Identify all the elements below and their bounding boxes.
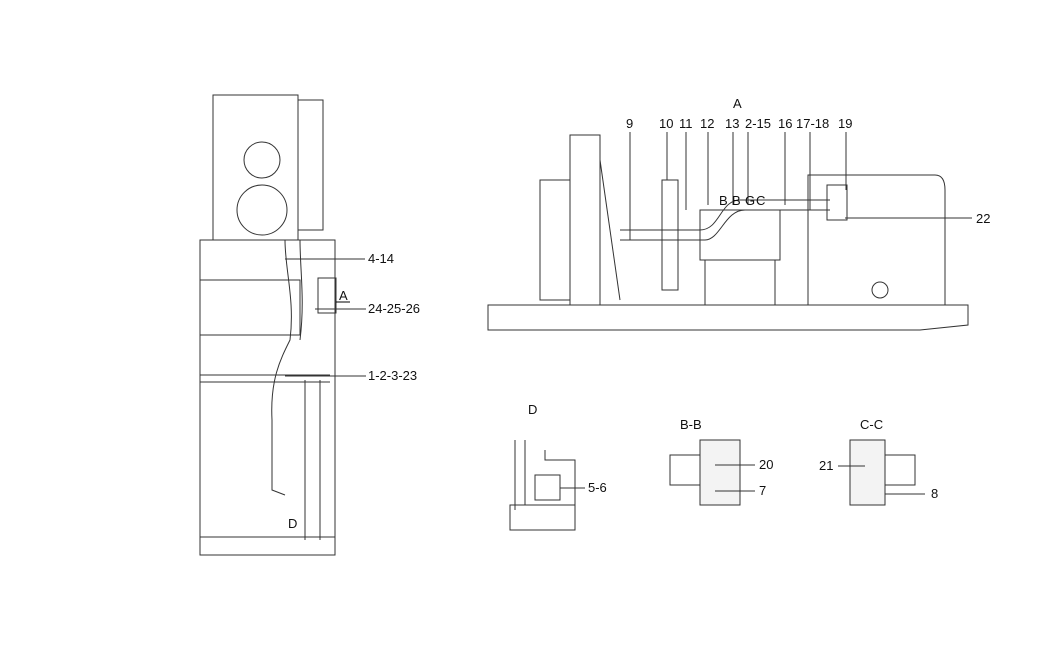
callout-24-25-26: 24-25-26 xyxy=(368,301,421,316)
view-label-a: A xyxy=(733,96,742,111)
detail-d-drawing xyxy=(509,440,585,531)
main-view-drawing xyxy=(487,134,969,331)
callout-5-6: 5-6 xyxy=(588,480,607,495)
callout-19: 19 xyxy=(838,116,853,131)
callout-13: 13 xyxy=(725,116,740,131)
section-mark-c: C xyxy=(756,193,766,208)
side-view-leaders xyxy=(285,258,366,377)
callout-1-2-3-23: 1-2-3-23 xyxy=(368,368,418,383)
section-mark-b1: B xyxy=(719,193,728,208)
callout-16: 16 xyxy=(778,116,793,131)
callout-20: 20 xyxy=(759,457,774,472)
callout-22: 22 xyxy=(976,211,991,226)
side-view-marker-a: A xyxy=(339,288,348,303)
side-view-drawing xyxy=(199,94,337,556)
section-cc-title: C-C xyxy=(860,417,884,432)
callout-8: 8 xyxy=(931,486,939,501)
detail-marker-d: D xyxy=(288,516,298,531)
detail-d-title: D xyxy=(528,402,538,417)
callout-10: 10 xyxy=(659,116,674,131)
callout-4-14: 4-14 xyxy=(368,251,395,266)
callout-17-18: 17-18 xyxy=(796,116,830,131)
section-bb-drawing xyxy=(669,439,755,506)
section-mark-b2: B xyxy=(732,193,741,208)
callout-9: 9 xyxy=(626,116,634,131)
section-cc-drawing xyxy=(838,439,925,506)
callout-21: 21 xyxy=(819,458,834,473)
main-view-leaders xyxy=(629,132,972,240)
callout-2-15: 2-15 xyxy=(745,116,772,131)
callout-11: 11 xyxy=(679,116,693,131)
section-bb-title: B-B xyxy=(680,417,702,432)
callout-12: 12 xyxy=(700,116,715,131)
section-mark-g: G xyxy=(745,193,756,208)
callout-7: 7 xyxy=(759,483,767,498)
